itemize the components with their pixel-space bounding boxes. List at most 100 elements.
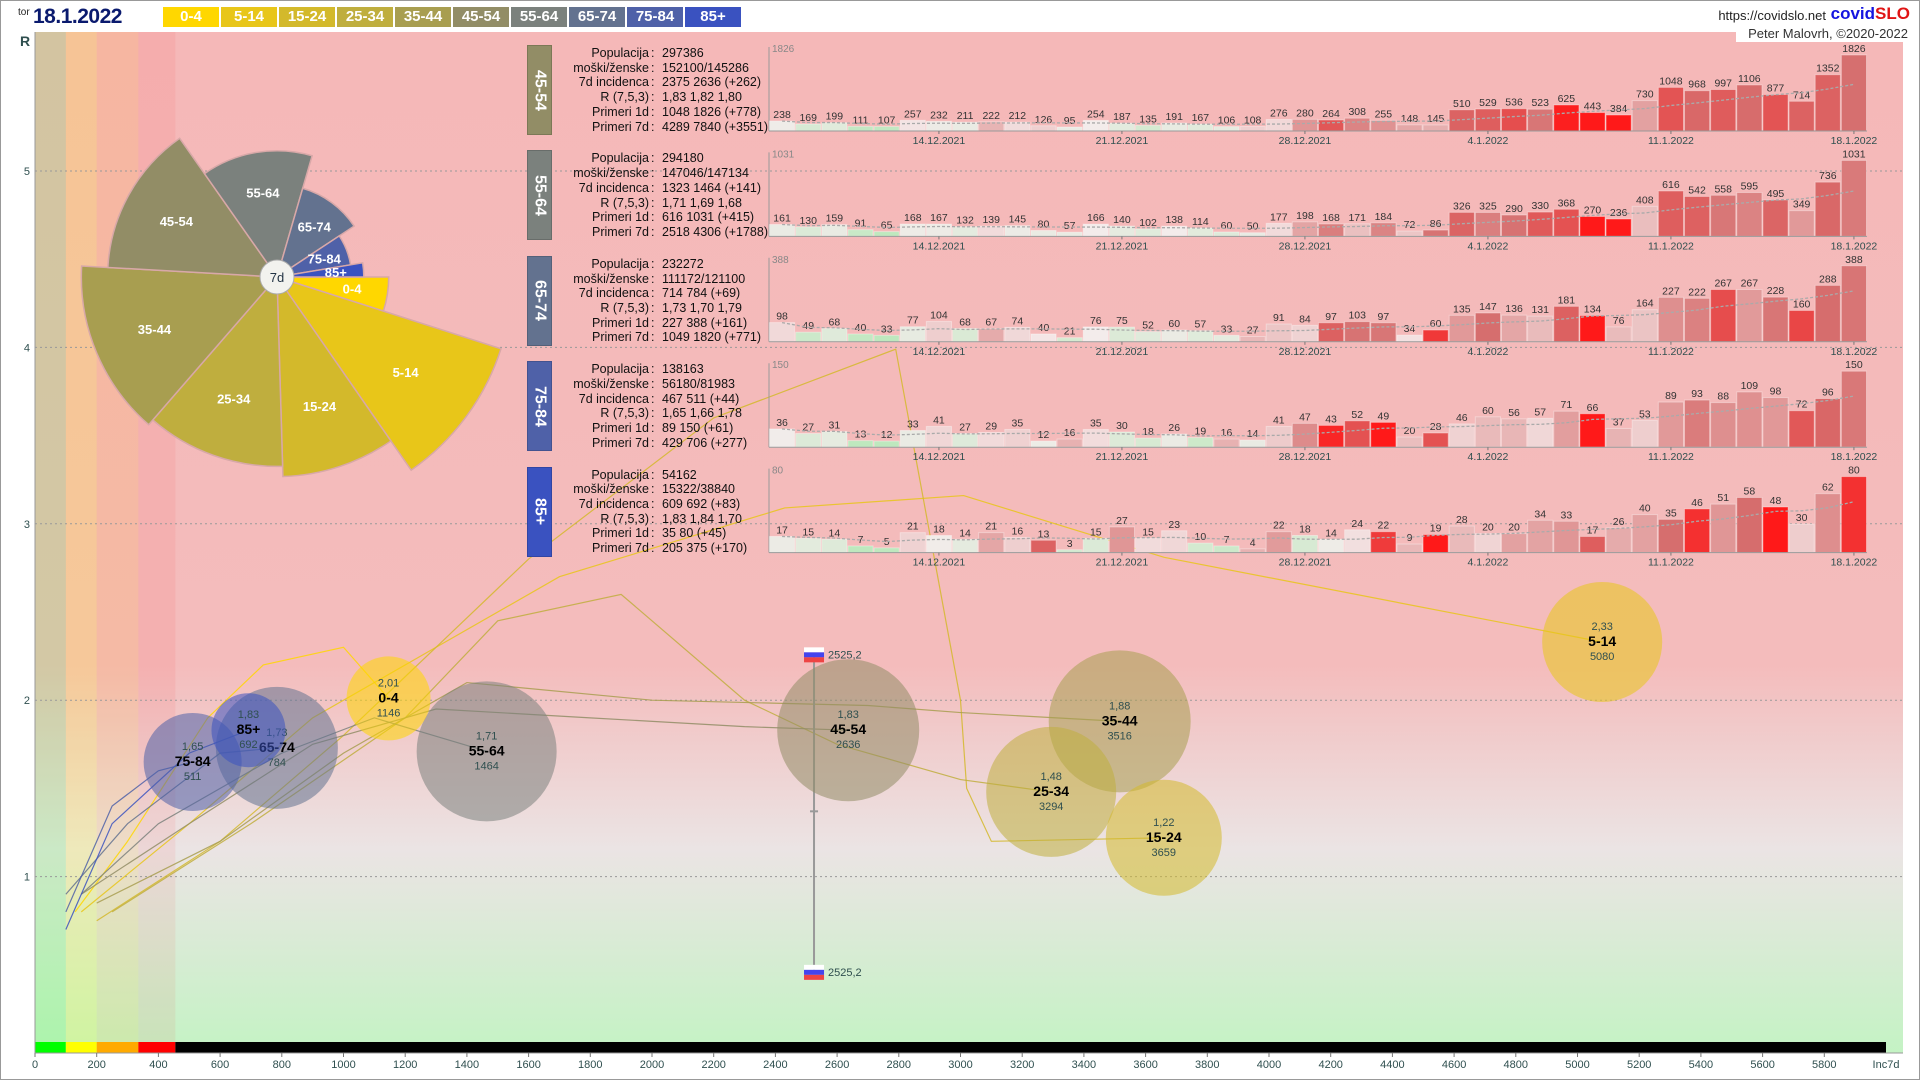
bar [1265,222,1292,237]
bar-value-label: 877 [1767,82,1785,94]
date-tick-label: 21.12.2021 [1096,240,1149,252]
bar-value-label: 30 [1796,512,1808,524]
bar-value-label: 98 [776,311,788,323]
bar [1736,497,1763,554]
bubble-incidence-value: 692 [239,739,257,751]
bar-value-label: 27 [802,422,814,434]
bar [873,440,900,448]
bar [769,428,796,448]
bar-value-label: 111 [853,114,869,126]
bar [925,535,952,554]
bar-value-label: 212 [1009,110,1027,122]
bar-value-label: 254 [1087,108,1105,120]
bar [1291,221,1319,237]
incidence-band [96,32,139,1042]
x-tick-label: 2800 [887,1059,911,1071]
pie-sector-label: 0-4 [343,282,363,297]
bar-value-label: 238 [773,109,791,121]
bar [1396,230,1423,237]
bar [1422,534,1449,554]
bar-value-label: 145 [1427,113,1445,125]
bar-value-label: 1826 [1842,43,1866,55]
bar [1736,289,1763,343]
bar-value-label: 443 [1584,101,1602,113]
stat-label: 7d incidenca [578,75,649,90]
bubble-incidence-value: 784 [268,757,286,769]
bar-value-label: 131 [1531,304,1549,316]
panel-group-text: 55-64 [531,174,549,216]
bar [1736,84,1763,132]
bar-value-label: 523 [1531,97,1549,109]
bar [1056,438,1083,448]
stat-label: Primeri 7d [592,119,649,134]
pie-sector-label: 35-44 [138,322,172,337]
stat-label: Primeri 7d [592,330,649,345]
bubble-circle [1542,581,1663,702]
bar-value-label: 60 [1221,220,1233,232]
bar [978,225,1005,237]
legend-item-15-24: 15-24 [279,7,335,27]
stat-label: R (7,5,3) [600,300,649,315]
date-tick-label: 21.12.2021 [1096,557,1149,569]
site-url[interactable]: https://covidslo.net [1718,8,1826,23]
pie-sector-55-64 [203,149,314,279]
bar-value-label: 40 [855,322,867,334]
bar [847,229,874,237]
bar-value-label: 103 [1348,310,1366,322]
bar [1631,419,1658,448]
bar [1527,417,1554,448]
date-title: 18.1.2022 [33,5,122,28]
y-tick-label: 4 [24,342,30,354]
bar [1344,223,1371,237]
bar-value-label: 14 [959,527,971,539]
bubble-incidence-value: 1146 [377,707,401,719]
date-tick-label: 28.12.2021 [1279,451,1332,463]
flag-stripe-blue [804,969,825,975]
bar [1762,506,1789,554]
x-tick-label: 4200 [1318,1059,1342,1071]
stat-label: Primeri 7d [592,435,649,450]
bar [1265,425,1292,448]
bar [1684,195,1711,237]
bar-value-label: 166 [1087,212,1105,224]
bar [1762,199,1789,237]
stat-label: 7d incidenca [578,180,649,195]
bubble-circle [986,726,1117,857]
seven-day-average-line [782,83,1855,125]
legend-item-75-84: 75-84 [627,7,683,27]
date-tick-label: 11.1.2022 [1648,451,1694,463]
bar-value-label: 57 [1534,406,1546,418]
bar [1213,231,1240,237]
stat-value: 2518 4306 (+1788) [662,224,768,239]
bar-value-label: 257 [904,108,922,120]
bar [1135,437,1162,448]
bar [1579,315,1606,343]
bar [1579,535,1606,554]
seven-day-average-line [781,290,1855,332]
pie-sector-85+ [276,261,365,278]
date-tick-label: 18.1.2022 [1831,557,1878,569]
bar-value-label: 7 [1224,534,1230,546]
bar-value-label: 80 [1038,219,1050,231]
bar-value-label: 33 [907,418,919,430]
bar [795,123,822,132]
bubble-incidence-value: 5080 [1590,651,1614,663]
x-tick-label: 2000 [640,1059,664,1071]
bar [1684,90,1711,132]
bar-max-label: 80 [772,466,784,477]
date-tick-label: 14.12.2021 [913,451,966,463]
bar-value-label: 28 [1430,421,1442,433]
bar-value-label: 228 [1767,285,1785,297]
x-tick-label: 1400 [455,1059,479,1071]
stat-value: 56180/81983 [662,376,735,391]
bubble-group-label: 85+ [237,721,261,737]
bar [952,327,979,343]
incidence-band [35,32,66,1042]
bar-value-label: 91 [1273,312,1285,324]
bar-value-label: 349 [1793,199,1811,211]
pie-sector-label: 55-64 [246,185,280,200]
